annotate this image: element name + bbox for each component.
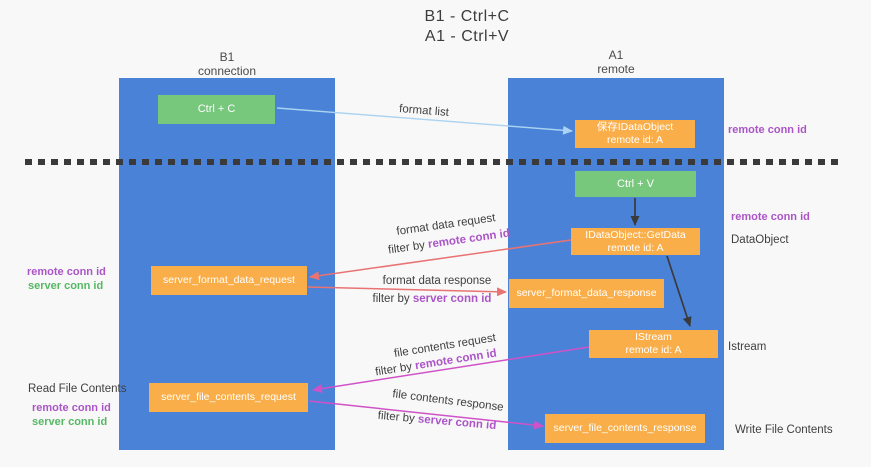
annotation-remote-conn-id-top-left: remote conn id [27,266,106,278]
node-ctrl-c: Ctrl + C [158,95,275,124]
title-line-2: A1 - Ctrl+V [424,28,510,45]
node-istream: IStream remote id: A [589,330,718,358]
dashed-separator-line [25,159,838,165]
column-b1-name: B1 [219,50,235,64]
annotation-istream: Istream [728,341,767,353]
node-ctrl-v: Ctrl + V [575,171,696,197]
node-server-format-data-request: server_format_data_request [151,266,307,295]
column-a1-role: remote [597,61,635,76]
label-format-data-response: format data response [382,275,492,287]
column-header-b1: B1 connection [119,50,335,78]
column-b1-role: connection [197,63,257,78]
column-header-a1: A1 remote [508,48,724,76]
annotation-dataobject: DataObject [731,234,789,246]
node-server-format-data-response: server_format_data_response [509,279,664,308]
annotation-write-file-contents: Write File Contents [735,424,833,436]
annotation-server-conn-id-top-left: server conn id [28,280,104,292]
node-save-idataobject: 保存IDataObject remote id: A [575,120,695,148]
column-a1-name: A1 [608,48,624,62]
annotation-server-conn-id-bottom-left: server conn id [32,416,108,428]
node-idataobject-getdata: IDataObject::GetData remote id: A [571,228,700,255]
title-line-1: B1 - Ctrl+C [424,8,510,25]
annotation-remote-conn-id-mid-right: remote conn id [731,211,810,223]
annotation-remote-conn-id-top-right: remote conn id [728,124,807,136]
node-server-file-contents-request: server_file_contents_request [149,383,308,412]
node-server-file-contents-response: server_file_contents_response [545,414,705,443]
label-format-list: format list [398,103,450,119]
label-format-response-filter: filter by server conn id [372,293,492,305]
annotation-read-file-contents: Read File Contents [28,383,127,395]
diagram-title: B1 - Ctrl+C A1 - Ctrl+V [317,7,617,47]
annotation-remote-conn-id-bottom-left: remote conn id [32,402,111,414]
